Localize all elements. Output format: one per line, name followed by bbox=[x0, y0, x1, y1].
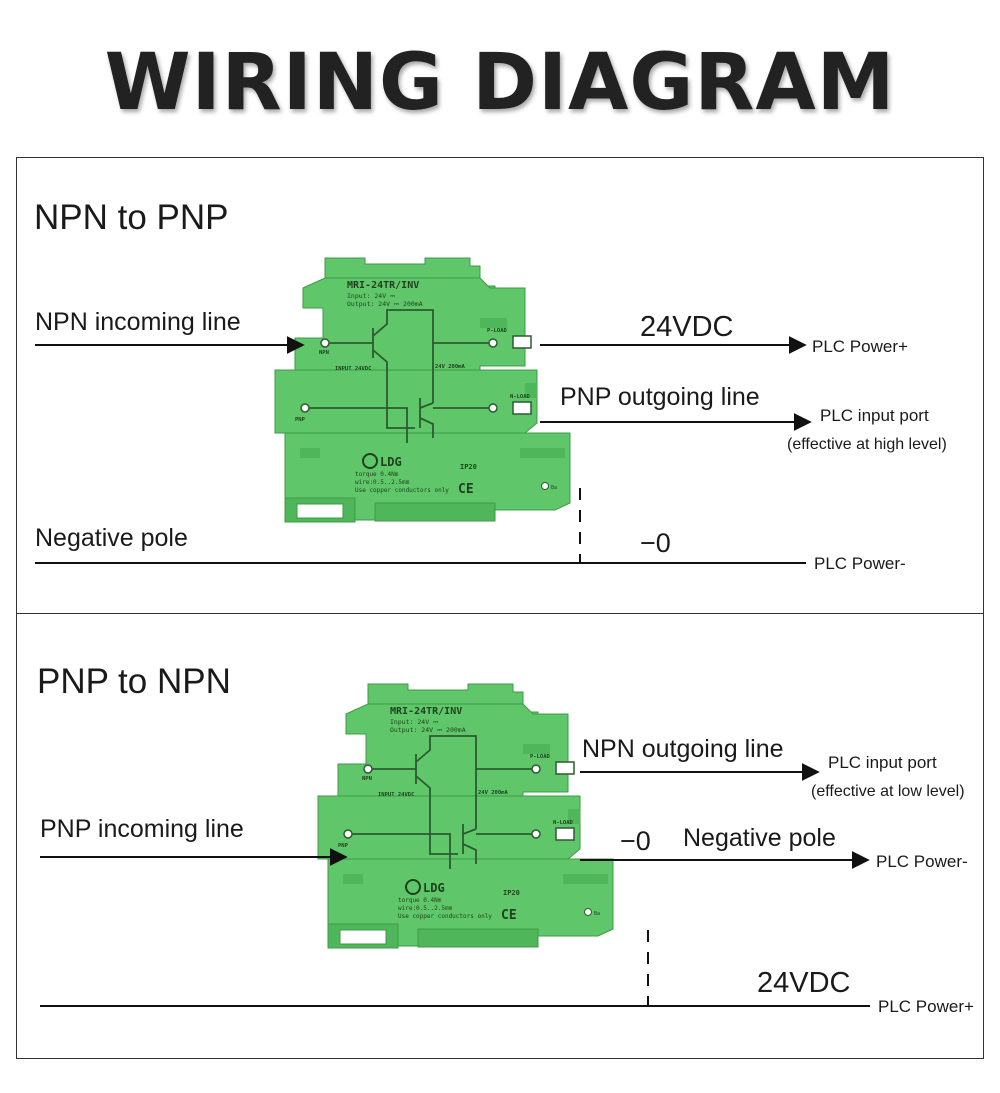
device-input-spec: Input: 24V ⎓ bbox=[347, 292, 395, 300]
zero-volt-label: −0 bbox=[620, 826, 651, 856]
device-copper-note: Use copper conductors only bbox=[355, 487, 449, 494]
device-n-load: N-LOAD bbox=[510, 394, 531, 400]
page-title: WIRING DIAGRAM bbox=[104, 38, 896, 128]
negative-pole-label: Negative pole bbox=[683, 824, 836, 852]
outgoing-line-label: PNP outgoing line bbox=[560, 383, 760, 411]
device-copper-note: Use copper conductors only bbox=[398, 913, 492, 920]
device-pnp-label: PNP bbox=[338, 843, 349, 849]
device-ce-mark: CE bbox=[458, 482, 474, 497]
device-n-load: N-LOAD bbox=[553, 820, 574, 826]
device-output-spec: Output: 24V ⎓ 200mA bbox=[390, 726, 466, 734]
device-ip-rating: IP20 bbox=[503, 889, 520, 897]
device-output-rating: 24V 200mA bbox=[478, 790, 508, 796]
section-npn-to-pnp: NPN to PNP MRI-24TR/INV Input: 24V ⎓ Out… bbox=[34, 198, 947, 573]
plc-input-note: (effective at high level) bbox=[787, 436, 947, 453]
device-ip-rating: IP20 bbox=[460, 463, 477, 471]
device-input-spec: Input: 24V ⎓ bbox=[390, 718, 438, 726]
device-torque: torque 0.4Nm bbox=[355, 471, 399, 478]
device-p-load: P-LOAD bbox=[487, 328, 508, 334]
device-npn-label: NPN bbox=[319, 350, 329, 356]
section-pnp-to-npn: PNP to NPN MRI-24TR/INV Input: 24V ⎓ Out… bbox=[37, 662, 974, 1016]
zero-volt-label: −0 bbox=[640, 528, 671, 558]
device-output-spec: Output: 24V ⎓ 200mA bbox=[347, 300, 423, 308]
device-led-label: Ba bbox=[551, 485, 557, 491]
section-heading: PNP to NPN bbox=[37, 662, 231, 701]
plc-power-minus: PLC Power- bbox=[876, 852, 968, 871]
incoming-line-label: NPN incoming line bbox=[35, 308, 241, 336]
negative-pole-label: Negative pole bbox=[35, 524, 188, 552]
device-wire: wire:0.5..2.5mm bbox=[398, 905, 453, 912]
relay-module: MRI-24TR/INV Input: 24V ⎓ Output: 24V ⎓ … bbox=[274, 257, 571, 523]
device-pnp-label: PNP bbox=[295, 417, 306, 423]
device-torque: torque 0.4Nm bbox=[398, 897, 442, 904]
incoming-line-label: PNP incoming line bbox=[40, 815, 244, 843]
plc-power-plus: PLC Power+ bbox=[812, 337, 908, 356]
device-npn-label: NPN bbox=[362, 776, 372, 782]
voltage-label: 24VDC bbox=[757, 967, 851, 999]
plc-input-port: PLC input port bbox=[828, 753, 937, 772]
plc-input-note: (effective at low level) bbox=[811, 783, 965, 800]
section-heading: NPN to PNP bbox=[34, 198, 229, 237]
plc-input-port: PLC input port bbox=[820, 406, 929, 425]
device-ce-mark: CE bbox=[501, 908, 517, 923]
plc-power-plus: PLC Power+ bbox=[878, 997, 974, 1016]
device-model: MRI-24TR/INV bbox=[347, 280, 419, 291]
device-output-rating: 24V 200mA bbox=[435, 364, 465, 370]
diagram-frame bbox=[16, 157, 984, 1059]
device-brand: LDG bbox=[423, 881, 445, 895]
device-brand: LDG bbox=[380, 455, 402, 469]
voltage-label: 24VDC bbox=[640, 311, 734, 343]
device-input-rating: INPUT 24VDC bbox=[378, 792, 414, 798]
outgoing-line-label: NPN outgoing line bbox=[582, 735, 784, 763]
relay-module: MRI-24TR/INV Input: 24V ⎓ Output: 24V ⎓ … bbox=[317, 683, 614, 949]
device-led-label: Ba bbox=[594, 911, 600, 917]
plc-power-minus: PLC Power- bbox=[814, 554, 906, 573]
device-wire: wire:0.5..2.5mm bbox=[355, 479, 410, 486]
device-model: MRI-24TR/INV bbox=[390, 706, 462, 717]
section-divider bbox=[16, 613, 984, 614]
device-p-load: P-LOAD bbox=[530, 754, 551, 760]
device-input-rating: INPUT 24VDC bbox=[335, 366, 371, 372]
